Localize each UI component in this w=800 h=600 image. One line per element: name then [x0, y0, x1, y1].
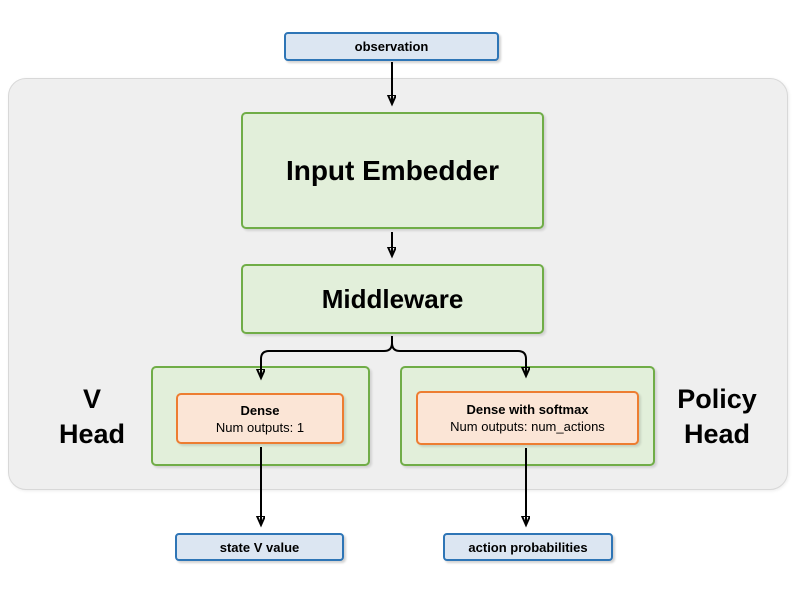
label-v-head-line2: Head	[58, 419, 126, 449]
node-input-embedder-label: Input Embedder	[285, 154, 500, 186]
label-v-head: V Head	[38, 382, 146, 452]
node-dense: Dense Num outputs: 1	[176, 393, 344, 444]
node-action-probabilities-label: action probabilities	[468, 539, 588, 555]
node-dense-with-softmax: Dense with softmax Num outputs: num_acti…	[416, 391, 639, 445]
label-policy-head: Policy Head	[657, 382, 777, 452]
node-middleware: Middleware	[241, 264, 544, 334]
label-policy-head-line1: Policy	[677, 384, 757, 414]
node-dense-with-softmax-title: Dense with softmax	[466, 402, 589, 417]
node-middleware-label: Middleware	[321, 283, 464, 314]
node-dense-title: Dense	[240, 402, 280, 418]
node-action-probabilities: action probabilities	[443, 533, 613, 561]
node-observation: observation	[284, 32, 499, 61]
node-input-embedder: Input Embedder	[241, 112, 544, 229]
node-dense-subtitle: Num outputs: 1	[215, 419, 305, 435]
node-state-v-value-label: state V value	[219, 539, 300, 555]
label-v-head-line1: V	[82, 384, 101, 414]
node-observation-label: observation	[354, 39, 429, 54]
node-dense-with-softmax-subtitle: Num outputs: num_actions	[450, 419, 605, 434]
label-policy-head-line2: Head	[683, 419, 751, 449]
node-state-v-value: state V value	[175, 533, 344, 561]
